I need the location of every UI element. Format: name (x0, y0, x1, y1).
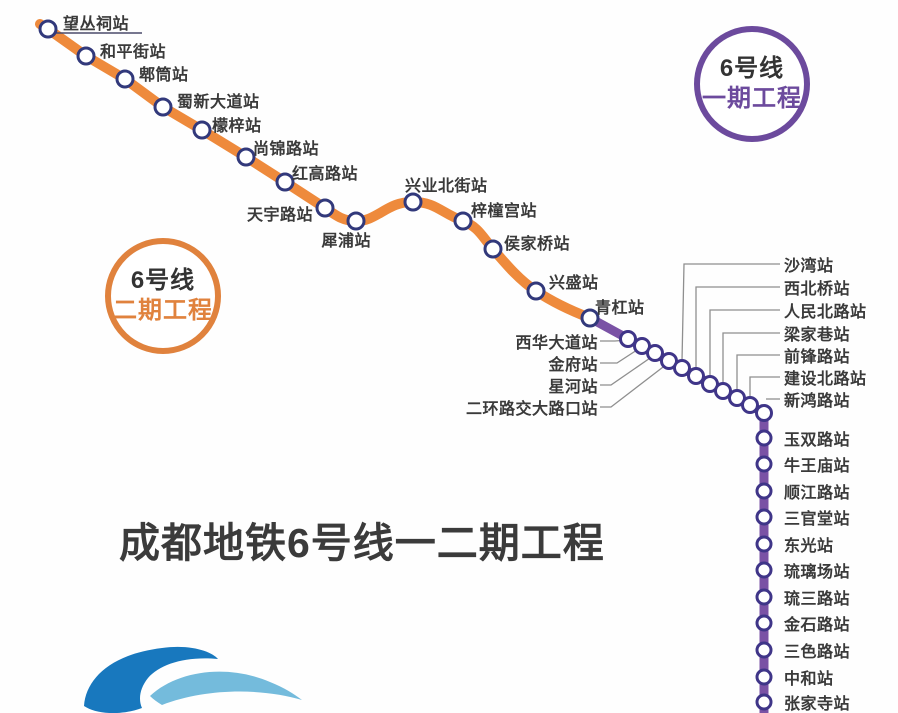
station-dot (619, 330, 637, 348)
station-dot (755, 668, 773, 686)
station-dot (755, 561, 773, 579)
station-dot (755, 588, 773, 606)
station-dot (687, 367, 705, 385)
station-dot (403, 192, 423, 212)
station-dot (714, 382, 732, 400)
station-dot (526, 281, 546, 301)
station-dot (115, 69, 135, 89)
label-leader-line (709, 309, 780, 377)
station-dot (580, 308, 600, 328)
logo-dark-wave (84, 647, 218, 713)
label-leader-line (681, 263, 780, 362)
station-dot (755, 535, 773, 553)
phase2-badge-line-name: 6号线 (130, 267, 196, 294)
phase2-badge: 6号线 二期工程 (105, 238, 221, 354)
station-dot (755, 404, 773, 422)
phase1-line (585, 313, 769, 713)
station-dot (755, 482, 773, 500)
station-dot (346, 211, 366, 231)
phase2-badge-phase-name: 二期工程 (113, 297, 213, 324)
station-dot (453, 211, 473, 231)
station-dot (741, 396, 759, 414)
station-dot (483, 239, 503, 259)
label-leader-line (600, 347, 641, 364)
station-dot (646, 344, 664, 362)
station-dot (153, 97, 173, 117)
logo-light-wave (150, 671, 302, 705)
station-dot (673, 359, 691, 377)
station-dot (755, 693, 773, 711)
label-leader-line (749, 376, 780, 398)
station-dot (76, 46, 96, 66)
label-leader-line (600, 355, 654, 386)
phase1-badge-line-name: 6号线 (719, 55, 785, 82)
station-dot (192, 120, 212, 140)
label-leader-line (600, 363, 668, 408)
station-dot (315, 198, 335, 218)
station-dot (275, 172, 295, 192)
station-dot (755, 429, 773, 447)
station-dot (236, 147, 256, 167)
label-leader-line (695, 286, 780, 369)
metro-swoosh-logo (84, 647, 302, 713)
label-leader-line (736, 354, 780, 391)
phase1-badge-phase-name: 一期工程 (702, 85, 802, 112)
station-dot (755, 508, 773, 526)
station-dot (755, 614, 773, 632)
label-leader-line (722, 332, 780, 384)
phase1-badge: 6号线 一期工程 (694, 26, 810, 142)
station-dot (755, 641, 773, 659)
station-dot (38, 19, 58, 39)
station-dot (755, 455, 773, 473)
page-title: 成都地铁6号线一二期工程 (119, 520, 605, 566)
